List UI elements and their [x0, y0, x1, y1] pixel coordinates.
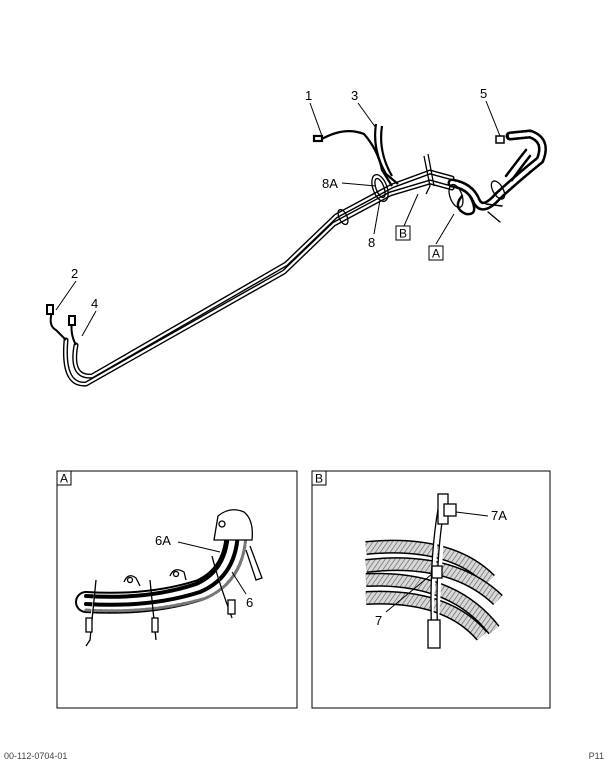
- footer-doc-number: 00-112-0704-01: [4, 751, 67, 761]
- harness-bundle: [447, 129, 547, 223]
- tube-branch-3: [374, 123, 399, 185]
- callout-8: 8: [368, 235, 375, 250]
- callout-5: 5: [480, 86, 487, 101]
- callout-6: 6: [246, 595, 253, 610]
- svg-text:B: B: [399, 227, 407, 241]
- callout-7a: 7A: [491, 508, 507, 523]
- detail-a-bracket: [213, 509, 263, 581]
- leader-lines-main: [55, 100, 501, 337]
- detail-b-label-box: [311, 470, 327, 486]
- detail-view-a: A: [56, 470, 298, 709]
- svg-text:A: A: [432, 247, 440, 261]
- detail-b-strap: [427, 493, 457, 649]
- callout-4: 4: [91, 296, 98, 311]
- clip-mid: [337, 208, 349, 226]
- clip-b: [423, 153, 435, 195]
- clip-8: [371, 173, 389, 203]
- view-ref-a: A: [428, 245, 444, 261]
- detail-a-harness: [75, 517, 248, 614]
- detail-a-label-box: [56, 470, 72, 486]
- detail-b-label: B: [315, 472, 323, 486]
- tube-end-2: [46, 304, 67, 341]
- detail-a-label: A: [60, 472, 68, 486]
- detail-b-leaders: [385, 511, 489, 613]
- callout-7: 7: [375, 613, 382, 628]
- footer-page-ref: P11: [589, 751, 604, 761]
- detail-a-leaders: [177, 541, 247, 595]
- callout-6a: 6A: [155, 533, 171, 548]
- detail-a-frame: [56, 470, 298, 709]
- callout-1: 1: [305, 88, 312, 103]
- tube-main-run: [62, 169, 455, 387]
- detail-b-frame: [311, 470, 551, 709]
- tube-end-4: [68, 315, 77, 346]
- callout-2: 2: [71, 266, 78, 281]
- callout-8a: 8A: [322, 176, 338, 191]
- detail-view-b: B 7A 7: [311, 470, 551, 709]
- callout-3: 3: [351, 88, 358, 103]
- main-assembly-view: 1 3 5 2 4 8A 8 B A: [46, 86, 547, 387]
- clip-a: [448, 180, 506, 209]
- view-ref-b: B: [395, 225, 411, 241]
- detail-a-clamps: [85, 555, 236, 647]
